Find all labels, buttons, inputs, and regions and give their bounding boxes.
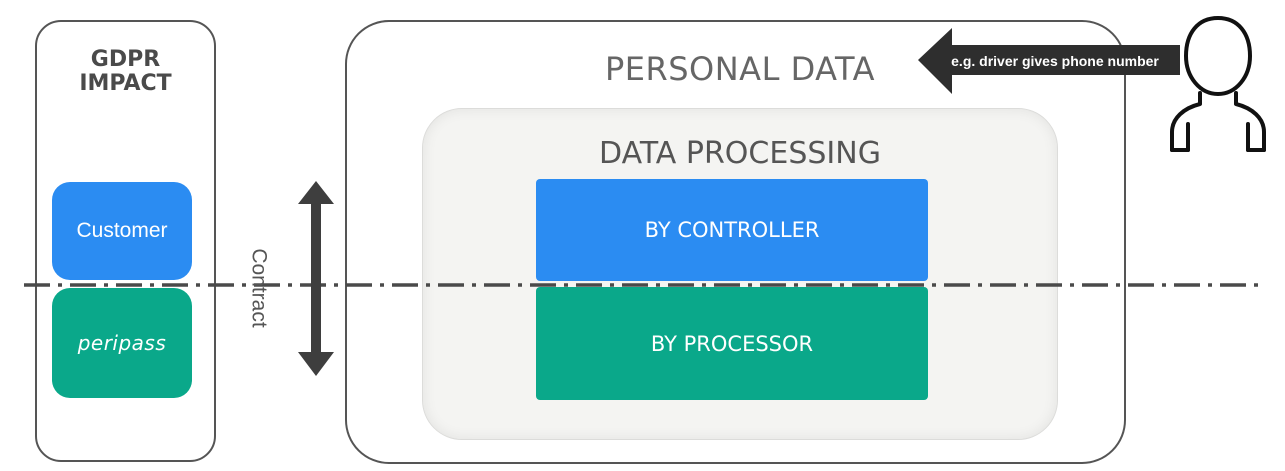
personal-data-title: PERSONAL DATA [604, 50, 875, 88]
contract-label-wrap: Contract [236, 240, 282, 336]
by-controller-block: BY CONTROLLER [536, 179, 928, 281]
by-processor-label: BY PROCESSOR [650, 331, 814, 356]
person-icon [1170, 16, 1266, 152]
contract-label: Contract [248, 248, 271, 328]
peripass-pill: peripass [52, 288, 192, 398]
by-controller-label: BY CONTROLLER [644, 218, 820, 242]
peripass-logo-text: peripass [77, 331, 167, 355]
by-processor-block: BY PROCESSOR [536, 287, 928, 400]
data-processing-title: DATA PROCESSING [599, 136, 881, 171]
left-arrow-icon [918, 28, 1180, 94]
double-arrow-icon [298, 181, 334, 376]
gdpr-impact-title: GDPR IMPACT [79, 47, 172, 96]
customer-label: Customer [76, 219, 168, 242]
personal-data-note: e.g. driver gives phone number [951, 53, 1159, 69]
customer-pill: Customer [52, 182, 192, 280]
